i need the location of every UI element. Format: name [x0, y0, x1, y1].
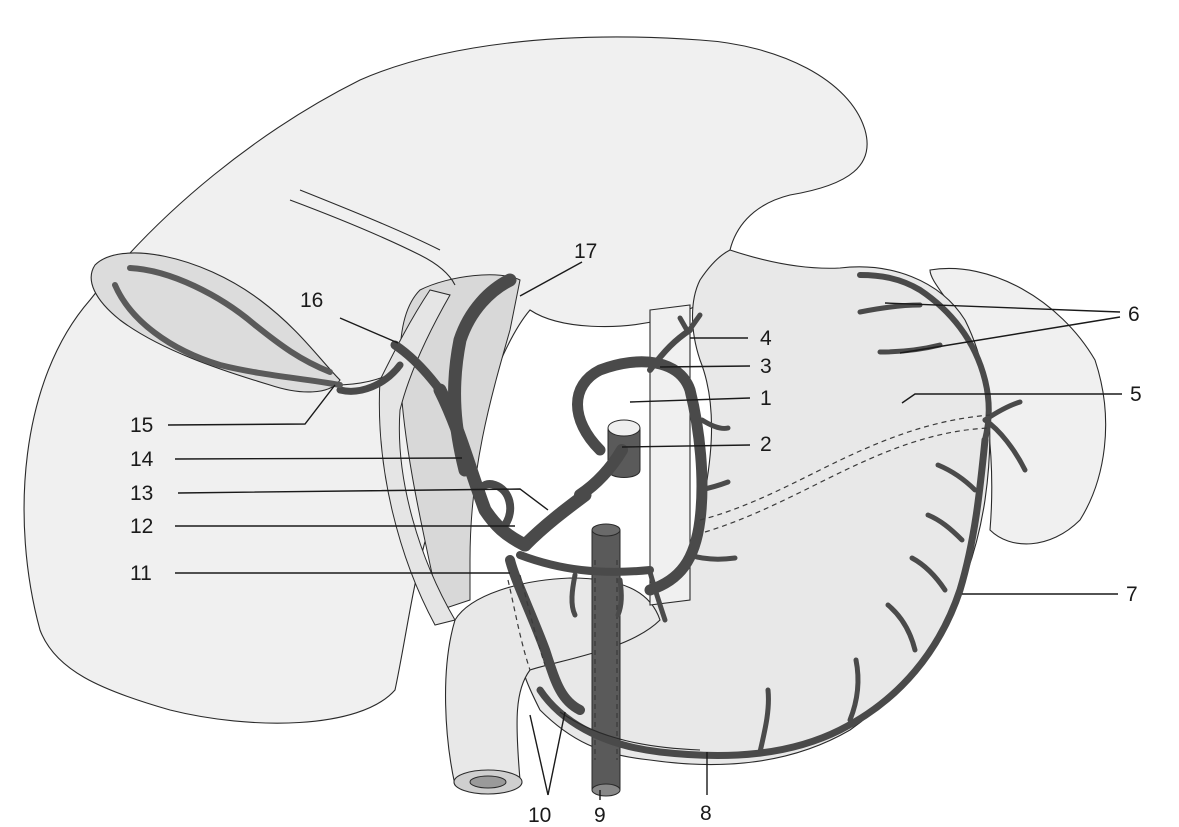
- label-11: 11: [130, 562, 152, 585]
- leader-10a: [530, 715, 548, 795]
- common-hepatic-artery: [525, 495, 585, 545]
- label-5: 5: [1130, 383, 1142, 406]
- label-16: 16: [300, 289, 323, 312]
- label-8: 8: [700, 802, 712, 825]
- label-9: 9: [594, 804, 606, 827]
- right-gastric-artery: [520, 555, 650, 572]
- label-12: 12: [130, 515, 153, 538]
- label-14: 14: [130, 448, 154, 471]
- label-7: 7: [1126, 583, 1138, 606]
- label-4: 4: [760, 327, 772, 350]
- label-13: 13: [130, 482, 153, 505]
- label-3: 3: [760, 355, 772, 378]
- label-2: 2: [760, 433, 772, 456]
- leader-3: [660, 366, 750, 367]
- label-10: 10: [528, 804, 551, 827]
- label-1: 1: [760, 387, 772, 410]
- stomach-shape: [520, 250, 990, 765]
- label-15: 15: [130, 414, 153, 437]
- label-6: 6: [1128, 303, 1140, 326]
- label-17: 17: [574, 240, 597, 263]
